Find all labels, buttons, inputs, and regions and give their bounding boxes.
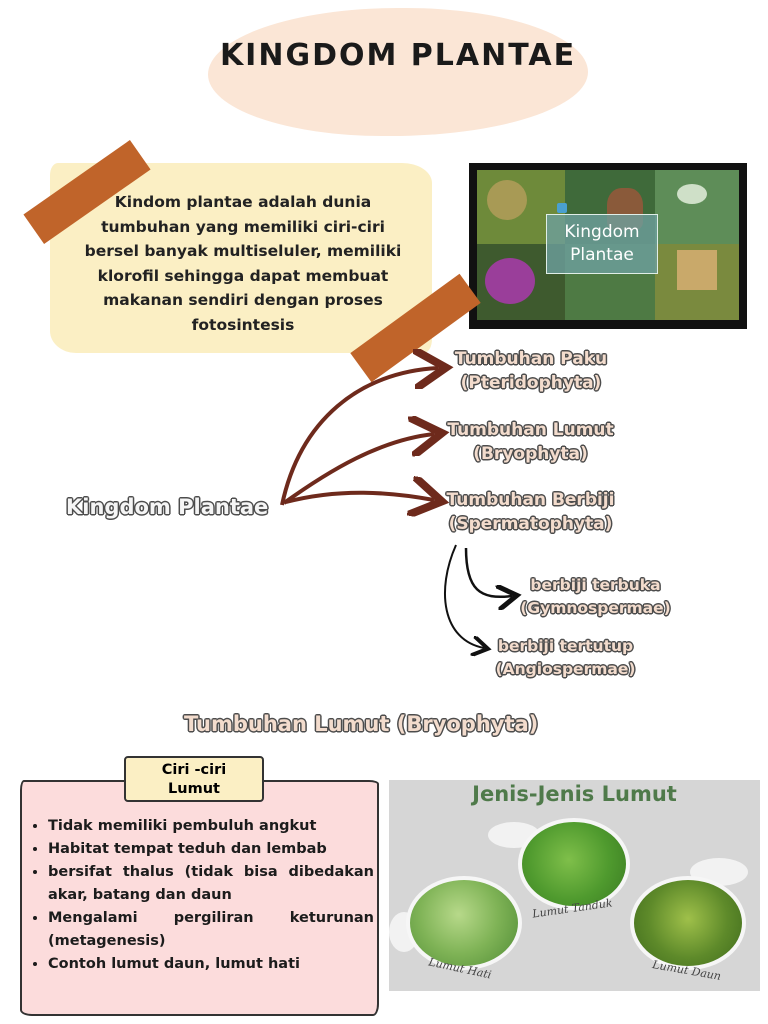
branch-latin: (Bryophyta) (473, 444, 588, 464)
arrow-to-paku (280, 368, 438, 506)
lumut-tanduk-photo (518, 818, 630, 910)
photo-label-line1: Kingdom (564, 222, 640, 242)
branch-latin: (Spermatophyta) (448, 514, 613, 534)
list-item: bersifat thalus (tidak bisa dibedakan ak… (48, 861, 374, 907)
branch-paku: Tumbuhan Paku (Pteridophyta) (446, 347, 616, 395)
arrow-to-tertutup (444, 544, 484, 648)
tree-root-label: Kingdom Plantae (66, 495, 269, 519)
sub-branch-name: berbiji tertutup (497, 637, 634, 655)
ciri-title-line2: Lumut (168, 781, 220, 797)
photo-label-line2: Plantae (570, 245, 634, 265)
ciri-title-line1: Ciri -ciri (161, 762, 227, 778)
definition-text: Kindom plantae adalah dunia tumbuhan yan… (84, 193, 402, 334)
sub-branch-terbuka: berbiji terbuka (Gymnospermae) (518, 574, 673, 620)
branch-lumut: Tumbuhan Lumut (Bryophyta) (438, 418, 623, 466)
branch-name: Tumbuhan Lumut (447, 420, 614, 440)
sub-branch-latin: (Angiospermae) (495, 660, 636, 678)
list-item: Tidak memiliki pembuluh angkut (48, 815, 374, 838)
lumut-hati-photo (406, 876, 522, 970)
page-title: KINGDOM PLANTAE (219, 38, 577, 73)
moss-panel-title: Jenis-Jenis Lumut (472, 782, 677, 806)
photo-label: Kingdom Plantae (546, 214, 658, 274)
sub-branch-latin: (Gymnospermae) (520, 599, 671, 617)
branch-berbiji: Tumbuhan Berbiji (Spermatophyta) (438, 488, 623, 536)
title-background (208, 8, 588, 136)
list-item: Mengalami pergiliran keturunan (metagene… (48, 907, 374, 953)
sub-branch-name: berbiji terbuka (530, 576, 661, 594)
branch-latin: (Pteridophyta) (460, 373, 602, 393)
ciri-card (20, 780, 379, 1016)
branch-name: Tumbuhan Berbiji (446, 490, 615, 510)
ciri-list: Tidak memiliki pembuluh angkut Habitat t… (30, 815, 374, 976)
arrow-to-berbiji (285, 493, 434, 502)
arrow-to-lumut (282, 434, 434, 505)
pin-icon (557, 203, 567, 213)
branch-name: Tumbuhan Paku (454, 349, 608, 369)
sub-branch-tertutup: berbiji tertutup (Angiospermae) (488, 635, 643, 681)
list-item: Habitat tempat teduh dan lembab (48, 838, 374, 861)
section-title: Tumbuhan Lumut (Bryophyta) (184, 712, 539, 736)
arrow-to-terbuka (464, 547, 512, 597)
lumut-daun-photo (630, 876, 746, 970)
list-item: Contoh lumut daun, lumut hati (48, 953, 374, 976)
ciri-card-title: Ciri -ciri Lumut (124, 756, 264, 802)
